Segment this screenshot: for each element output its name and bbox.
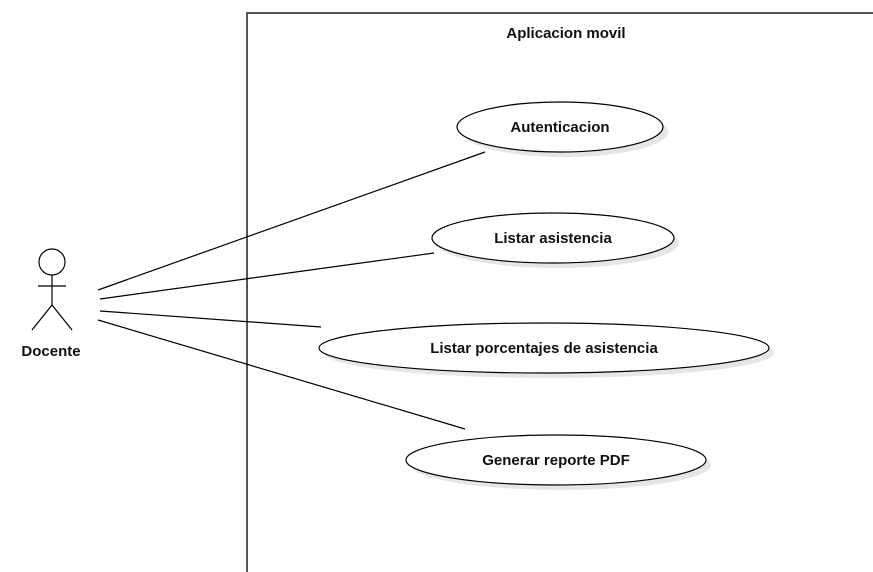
use-case-generar-reporte-label: Generar reporte PDF — [482, 452, 630, 469]
actor-right-leg — [51, 304, 73, 331]
use-case-generar-reporte-ellipse — [405, 434, 707, 486]
actor-docente[interactable] — [31, 248, 73, 331]
use-case-listar-porcentajes-label: Listar porcentajes de asistencia — [430, 340, 658, 357]
association-listar-asistencia[interactable] — [99, 252, 435, 300]
actor-head-icon — [38, 248, 66, 276]
associations — [97, 151, 486, 430]
use-case-listar-asistencia[interactable]: Listar asistencia — [431, 212, 679, 268]
use-case-listar-porcentajes[interactable]: Listar porcentajes de asistencia — [318, 322, 774, 378]
use-case-listar-asistencia-label: Listar asistencia — [494, 230, 612, 247]
use-case-autenticacion-ellipse — [456, 101, 664, 153]
actor-name: Docente — [21, 343, 80, 360]
actor-left-leg — [31, 304, 53, 331]
use-case-listar-asistencia-ellipse — [431, 212, 675, 264]
use-case-listar-porcentajes-ellipse — [318, 322, 770, 374]
system-title: Aplicacion movil — [506, 25, 625, 42]
use-case-generar-reporte[interactable]: Generar reporte PDF — [405, 434, 711, 490]
association-autenticacion[interactable] — [97, 151, 486, 291]
association-listar-porcentajes[interactable] — [99, 310, 322, 328]
use-case-autenticacion[interactable]: Autenticacion — [456, 101, 668, 157]
association-generar-reporte[interactable] — [97, 319, 466, 430]
use-case-autenticacion-label: Autenticacion — [510, 119, 609, 136]
